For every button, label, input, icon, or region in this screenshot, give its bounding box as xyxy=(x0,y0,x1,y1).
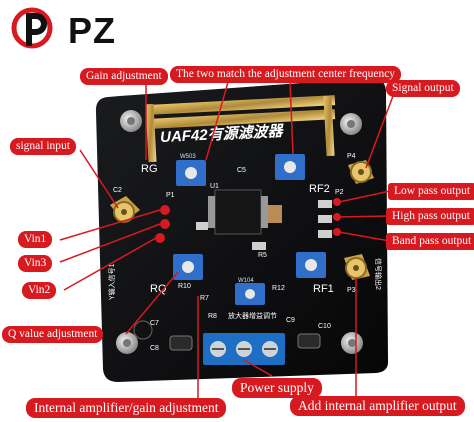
leader-freq-right xyxy=(289,81,294,155)
test-pin-icon xyxy=(333,213,341,221)
silk-c5: C5 xyxy=(237,167,246,174)
silk-c7: C7 xyxy=(150,320,159,327)
test-pin-icon xyxy=(155,233,165,243)
label-vin1: Vin1 xyxy=(18,231,53,248)
capacitor-icon xyxy=(169,335,193,351)
mounting-screw-icon xyxy=(341,332,363,354)
silk-r5: R5 xyxy=(258,252,267,259)
label-low-pass: Low pass output xyxy=(388,183,474,200)
potentiometer-rq-icon xyxy=(173,254,203,280)
leader-vin3 xyxy=(59,223,161,263)
label-power-supply: Power supply xyxy=(232,378,322,398)
pin-header-right xyxy=(323,95,335,157)
label-gain-adjustment: Gain adjustment xyxy=(80,68,168,85)
silk-rf1: RF1 xyxy=(313,283,334,295)
label-add-internal-amp: Add internal amplifier output xyxy=(290,396,465,416)
board-title: UAF42有源滤波器 xyxy=(160,123,285,146)
silk-c2: C2 xyxy=(113,187,122,194)
brand-logo-text: PZ xyxy=(68,10,117,51)
pin-header-top-2 xyxy=(151,109,336,129)
leader-vin2 xyxy=(63,237,157,291)
silk-side-left: Y输入信号1 xyxy=(107,263,116,300)
label-signal-input: signal input xyxy=(10,138,76,155)
potentiometer-rg-icon: W503 xyxy=(176,154,206,186)
test-pin-icon xyxy=(160,205,170,215)
pot-value-gain: W104 xyxy=(238,278,254,284)
logo-mark-icon xyxy=(11,7,53,49)
test-pin-icon xyxy=(333,228,341,236)
silk-c9: C9 xyxy=(286,317,295,324)
silk-rq: RQ xyxy=(150,283,167,295)
silk-amp-note: 放大器增益调节 xyxy=(228,311,277,320)
silk-rf2: RF2 xyxy=(309,183,330,195)
leader-q xyxy=(125,271,179,335)
silk-r12: R12 xyxy=(272,285,285,292)
leader-signal-input xyxy=(79,149,119,209)
silk-p1: P1 xyxy=(166,192,175,199)
mounting-screw-icon xyxy=(120,110,142,132)
silk-side-right: 信号输出2 xyxy=(374,258,383,290)
label-internal-amp: Internal amplifier/gain adjustment xyxy=(26,398,227,418)
label-vin3: Vin3 xyxy=(18,255,53,272)
silk-p2: P2 xyxy=(335,189,344,196)
silk-rg: RG xyxy=(141,163,158,175)
potentiometer-rf2-icon xyxy=(275,154,305,180)
potentiometer-rf1-icon xyxy=(296,252,326,278)
leader-highpass xyxy=(338,215,391,218)
mounting-screw-icon xyxy=(116,332,138,354)
leader-freq-left xyxy=(205,81,229,161)
silk-r8: R8 xyxy=(208,313,217,320)
capacitor-icon xyxy=(133,320,153,340)
label-high-pass: High pass output xyxy=(386,208,474,225)
leader-power xyxy=(243,359,273,377)
label-q-value: Q value adjustment xyxy=(2,326,104,343)
capacitor-icon xyxy=(297,333,321,349)
brand-logo: PZ xyxy=(6,4,126,52)
pin-header-top xyxy=(149,95,336,115)
silk-u1: U1 xyxy=(210,183,219,190)
leader-bandpass xyxy=(338,231,391,242)
label-vin2: Vin2 xyxy=(22,282,57,299)
mounting-screw-icon xyxy=(340,113,362,135)
silk-c8: C8 xyxy=(150,345,159,352)
test-pin-icon xyxy=(160,219,170,229)
label-center-frequency: The two match the adjustment center freq… xyxy=(170,66,402,83)
silk-p4: P4 xyxy=(347,153,356,160)
sma-connector-input-icon xyxy=(110,196,140,223)
silk-r10: R10 xyxy=(178,283,191,290)
power-terminal-icon xyxy=(203,333,285,365)
leader-lowpass xyxy=(338,190,391,203)
silk-r7: R7 xyxy=(200,295,209,302)
silk-c10: C10 xyxy=(318,323,331,330)
potentiometer-gain-icon: W104 xyxy=(235,278,265,305)
label-band-pass: Band pass output xyxy=(386,233,474,250)
ic-chip-icon xyxy=(208,189,268,235)
label-signal-output: Signal output xyxy=(386,80,460,97)
leader-signal-output xyxy=(365,87,397,169)
leader-vin1 xyxy=(59,209,161,241)
silk-p3: P3 xyxy=(347,287,356,294)
pot-value-rg: W503 xyxy=(180,154,196,160)
test-pin-icon xyxy=(333,198,341,206)
pin-header-left xyxy=(145,103,157,163)
